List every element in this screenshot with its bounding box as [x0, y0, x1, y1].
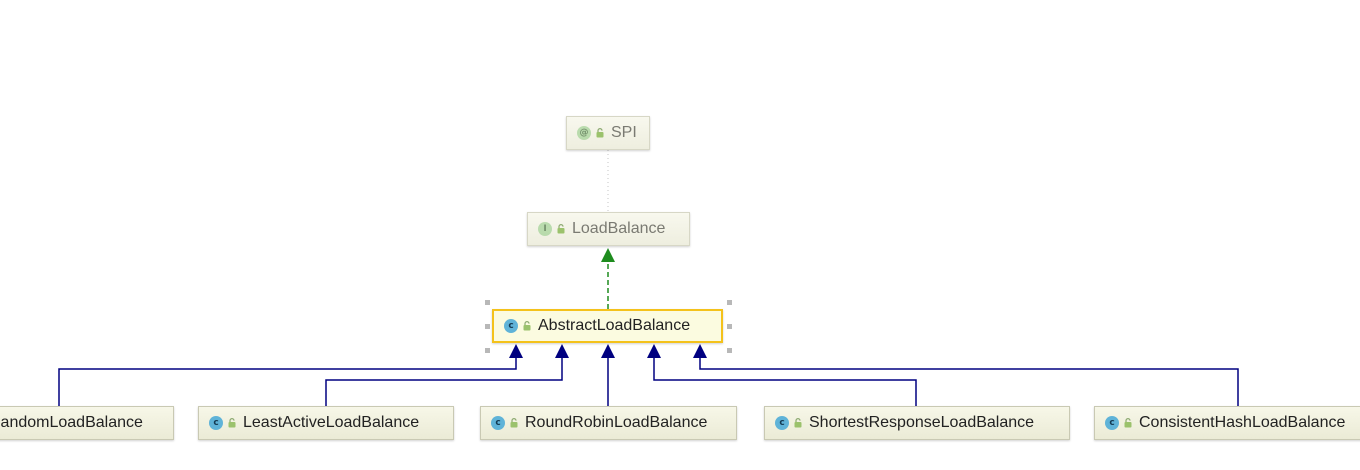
node-label: AbstractLoadBalance — [538, 317, 691, 334]
class-icon: c — [775, 416, 789, 430]
node-abstractloadbalance[interactable]: c AbstractLoadBalance — [492, 309, 723, 343]
lock-icon — [523, 321, 531, 331]
selection-handle-bottom-right[interactable] — [727, 348, 732, 353]
edge-extends-arrowhead-random — [509, 344, 523, 358]
lock-icon — [510, 418, 518, 428]
edge-extends-arrowhead-consistent — [693, 344, 707, 358]
node-label: ConsistentHashLoadBalance — [1139, 414, 1346, 431]
lock-icon — [794, 418, 802, 428]
selection-handle-top-right[interactable] — [727, 300, 732, 305]
node-leastactiveloadbalance[interactable]: c LeastActiveLoadBalance — [198, 406, 454, 440]
edge-extends-arrowhead-shortest — [647, 344, 661, 358]
node-loadbalance[interactable]: I LoadBalance — [527, 212, 690, 246]
node-label: LoadBalance — [572, 220, 666, 237]
edge-implements-arrowhead — [601, 248, 615, 262]
node-randomloadbalance[interactable]: RandomLoadBalance — [0, 406, 174, 440]
edge-extends-consistent — [699, 356, 1239, 406]
node-label: RandomLoadBalance — [0, 414, 143, 431]
edge-extends-arrowhead-leastactive — [555, 344, 569, 358]
lock-icon — [596, 128, 604, 138]
selection-handle-left[interactable] — [485, 324, 490, 329]
edge-extends-shortest — [653, 356, 917, 406]
interface-icon: I — [538, 222, 552, 236]
node-spi[interactable]: @ SPI — [566, 116, 650, 150]
annotation-icon: @ — [577, 126, 591, 140]
edge-extends-leastactive — [325, 356, 563, 406]
lock-icon — [557, 224, 565, 234]
class-icon: c — [504, 319, 518, 333]
node-consistenthashloadbalance[interactable]: c ConsistentHashLoadBalance — [1094, 406, 1360, 440]
edge-extends-arrowhead-roundrobin — [601, 344, 615, 358]
node-shortestresponseloadbalance[interactable]: c ShortestResponseLoadBalance — [764, 406, 1070, 440]
selection-handle-bottom-left[interactable] — [485, 348, 490, 353]
class-icon: c — [1105, 416, 1119, 430]
node-label: ShortestResponseLoadBalance — [809, 414, 1035, 431]
node-roundrobinloadbalance[interactable]: c RoundRobinLoadBalance — [480, 406, 737, 440]
class-icon: c — [491, 416, 505, 430]
class-icon: c — [209, 416, 223, 430]
selection-handle-right[interactable] — [727, 324, 732, 329]
lock-icon — [1124, 418, 1132, 428]
node-label: LeastActiveLoadBalance — [243, 414, 420, 431]
edge-extends-random — [58, 356, 517, 406]
node-label: RoundRobinLoadBalance — [525, 414, 708, 431]
lock-icon — [228, 418, 236, 428]
node-label: SPI — [611, 124, 637, 141]
selection-handle-top-left[interactable] — [485, 300, 490, 305]
